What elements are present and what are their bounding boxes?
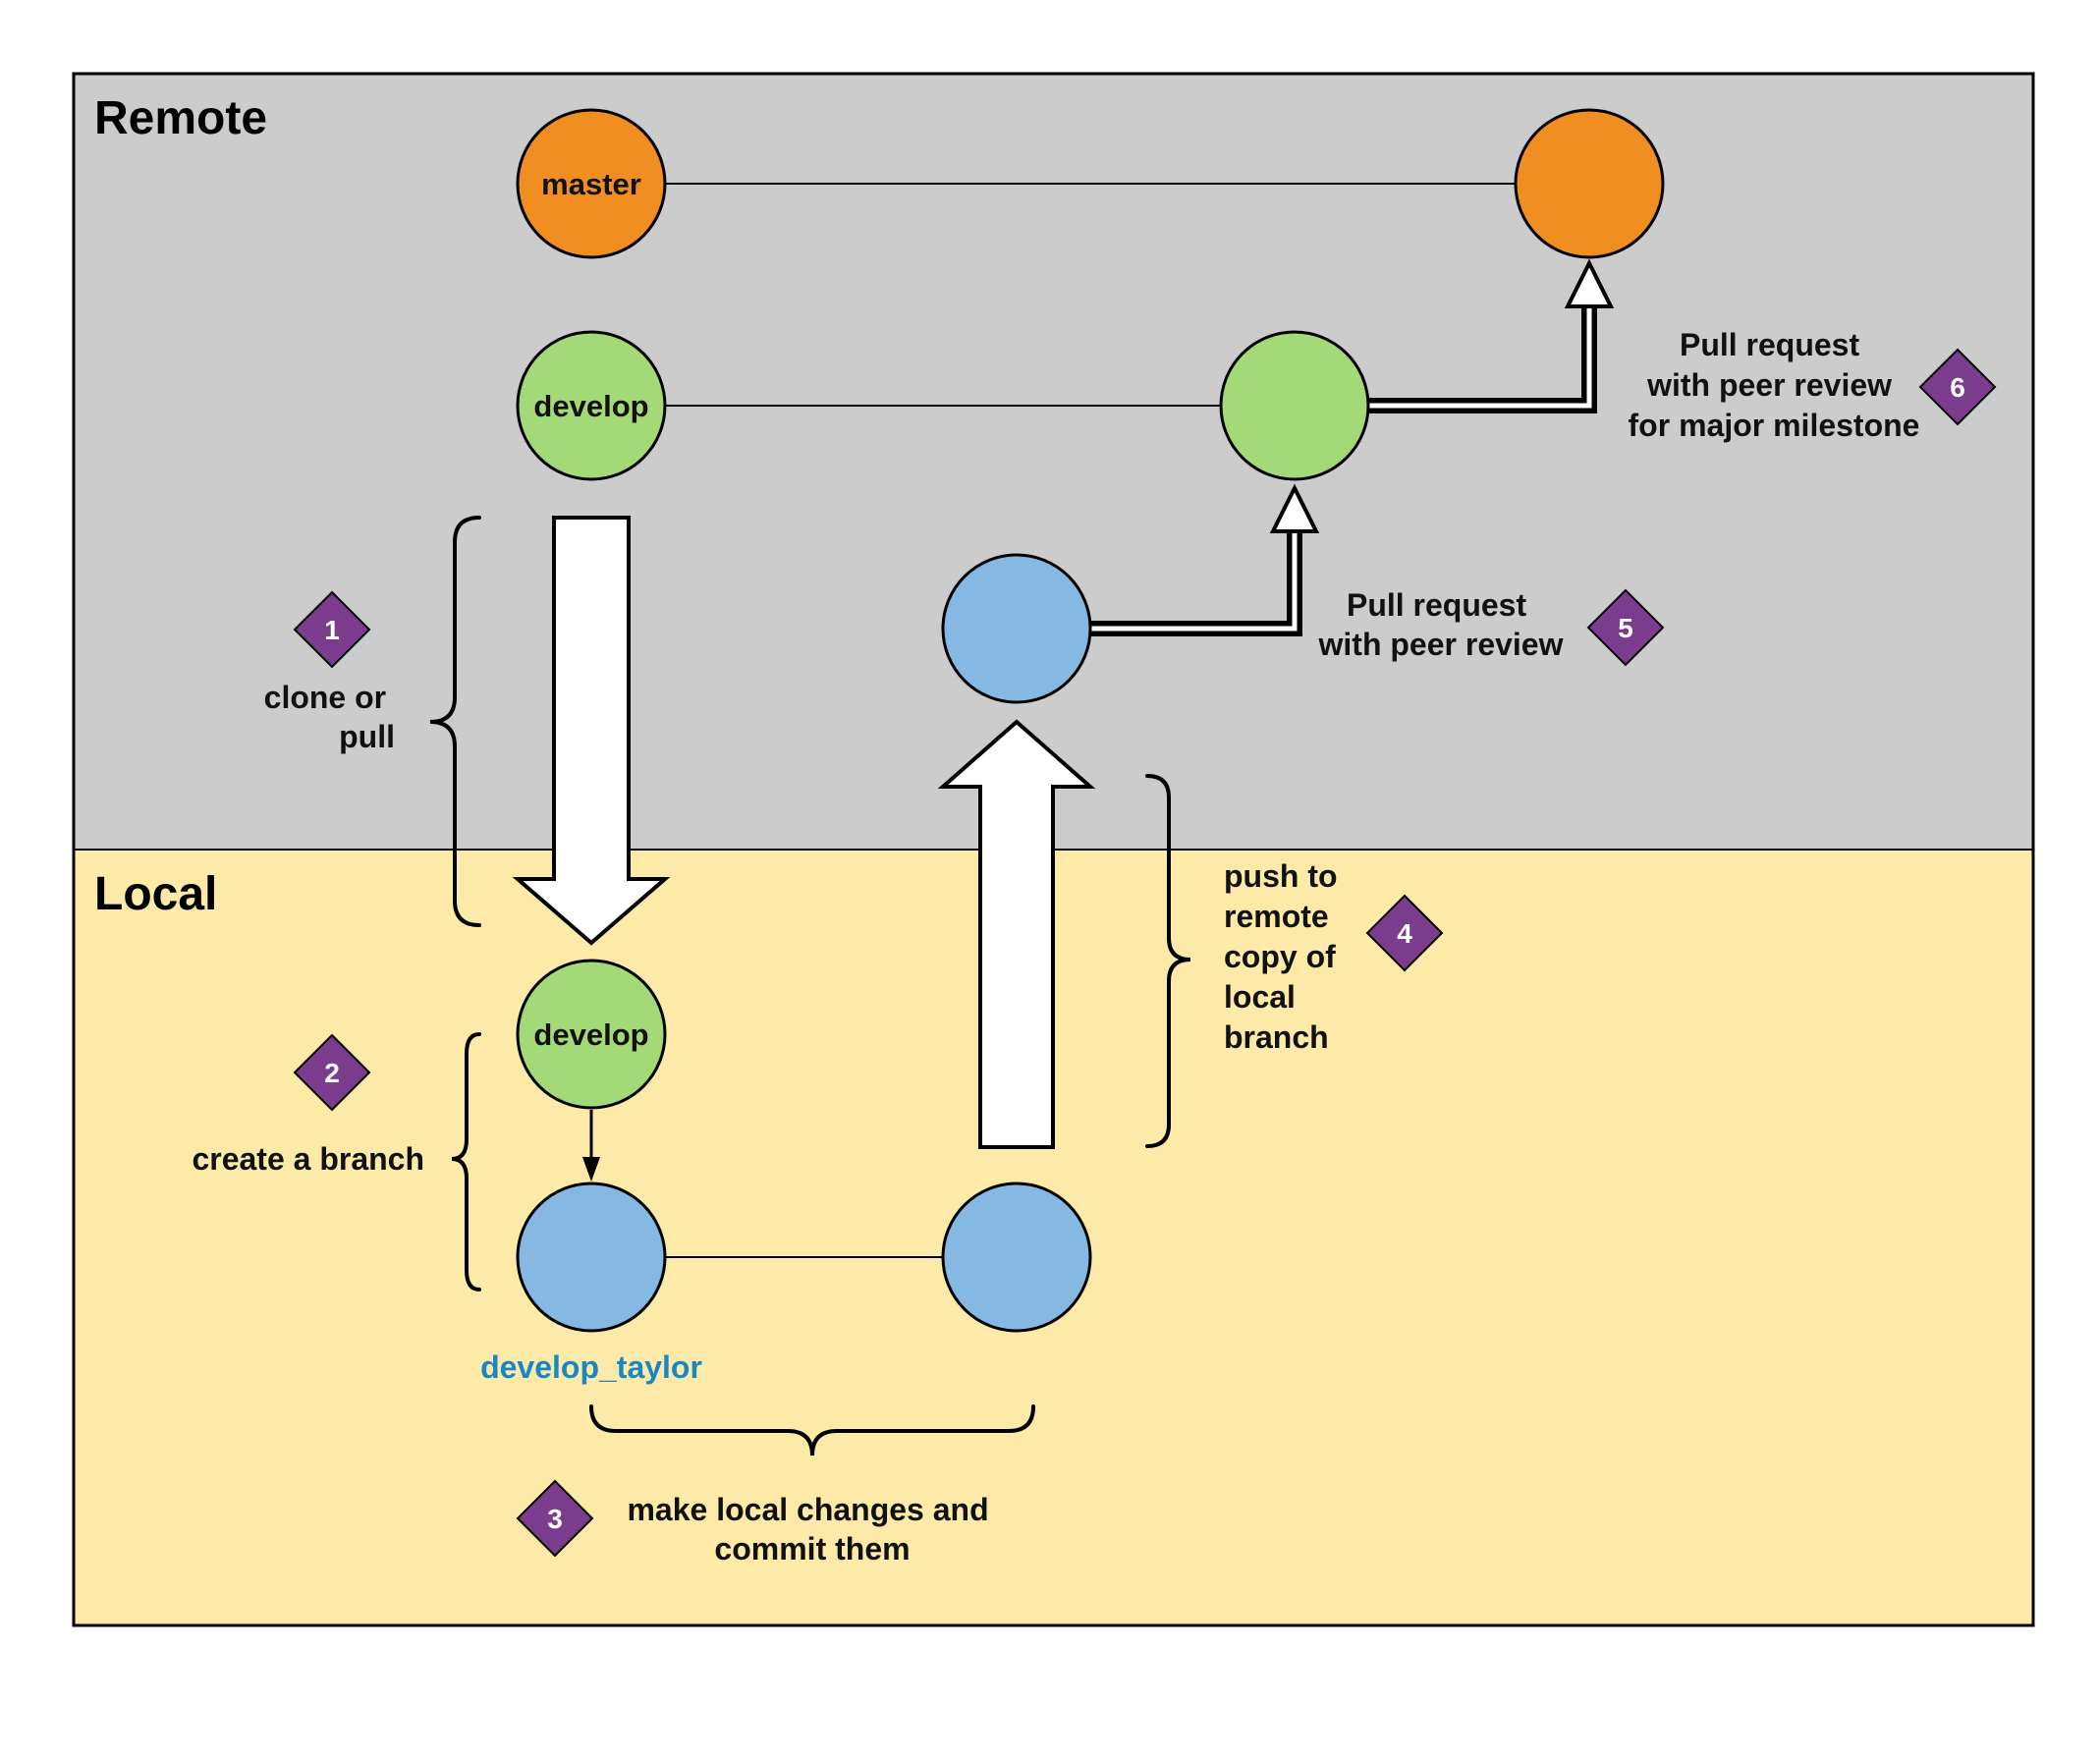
remote-master-start-label: master bbox=[541, 167, 641, 201]
step-3-badge: 3 bbox=[516, 1479, 594, 1558]
step-5-text: Pull request with peer review bbox=[1318, 587, 1564, 662]
step-5-line-1: Pull request bbox=[1347, 587, 1527, 623]
brace-step-3 bbox=[589, 1404, 1035, 1457]
brace-step-4 bbox=[1145, 774, 1191, 1148]
push-arrow bbox=[937, 719, 1096, 1149]
step-1-text: clone or pull bbox=[264, 680, 395, 754]
step-1-line-2: pull bbox=[339, 719, 395, 754]
step-3-number: 3 bbox=[547, 1504, 563, 1534]
remote-feature-node bbox=[941, 553, 1092, 704]
branch-name-label: develop_taylor bbox=[480, 1349, 702, 1385]
step-2-text: create a branch bbox=[192, 1141, 424, 1177]
remote-develop-start-node bbox=[516, 330, 667, 481]
step-5-number: 5 bbox=[1618, 613, 1633, 643]
pull-request-connector bbox=[1090, 483, 1320, 636]
local-zone-label: Local bbox=[94, 868, 217, 920]
clone-pull-arrow bbox=[512, 516, 671, 946]
pull-request-arrowhead bbox=[1269, 483, 1320, 533]
step-6-number: 6 bbox=[1950, 372, 1965, 403]
create-branch-arrow bbox=[582, 1110, 600, 1182]
step-3-line-1: make local changes and bbox=[627, 1492, 988, 1527]
local-feature-start-node bbox=[516, 1182, 667, 1333]
step-1-badge: 1 bbox=[293, 590, 371, 669]
step-6-line-1: Pull request bbox=[1680, 327, 1860, 362]
step-4-text: push to remote copy of local branch bbox=[1224, 858, 1346, 1055]
step-1-line-1: clone or bbox=[264, 680, 386, 715]
step-3-text: make local changes and commit them bbox=[627, 1492, 997, 1567]
local-develop-label: develop bbox=[533, 1017, 648, 1052]
step-6-line-2: with peer review bbox=[1646, 367, 1892, 403]
step-4-line-3: copy of bbox=[1224, 939, 1336, 974]
diagram-frame bbox=[72, 72, 2035, 1627]
step-2-number: 2 bbox=[324, 1058, 340, 1088]
step-1-number: 1 bbox=[324, 615, 340, 645]
step-4-line-5: branch bbox=[1224, 1019, 1329, 1055]
brace-step-1 bbox=[429, 516, 481, 927]
step-2-badge: 2 bbox=[293, 1033, 371, 1112]
step-3-line-2: commit them bbox=[714, 1531, 910, 1567]
remote-zone-label: Remote bbox=[94, 92, 267, 144]
local-develop-node bbox=[516, 959, 667, 1110]
pull-request-connector-major bbox=[1367, 258, 1615, 413]
remote-master-start-node bbox=[516, 108, 667, 259]
step-2-line-1: create a branch bbox=[192, 1141, 424, 1177]
step-6-text: Pull request with peer review for major … bbox=[1629, 327, 1920, 443]
remote-develop-start-label: develop bbox=[533, 389, 648, 423]
step-4-number: 4 bbox=[1397, 918, 1412, 949]
remote-develop-end-node bbox=[1219, 330, 1370, 481]
brace-step-2 bbox=[451, 1032, 481, 1292]
step-4-line-1: push to bbox=[1224, 858, 1338, 894]
remote-master-end-node bbox=[1514, 108, 1665, 259]
step-4-line-4: local bbox=[1224, 979, 1296, 1015]
step-5-badge: 5 bbox=[1586, 588, 1665, 667]
remote-zone bbox=[74, 74, 2033, 850]
local-feature-end-node bbox=[941, 1182, 1092, 1333]
step-5-line-2: with peer review bbox=[1318, 627, 1564, 662]
step-6-badge: 6 bbox=[1918, 348, 1997, 426]
step-4-line-2: remote bbox=[1224, 899, 1329, 934]
pull-request-arrowhead-major bbox=[1564, 258, 1615, 308]
step-6-line-3: for major milestone bbox=[1629, 408, 1920, 443]
step-4-badge: 4 bbox=[1365, 894, 1444, 972]
